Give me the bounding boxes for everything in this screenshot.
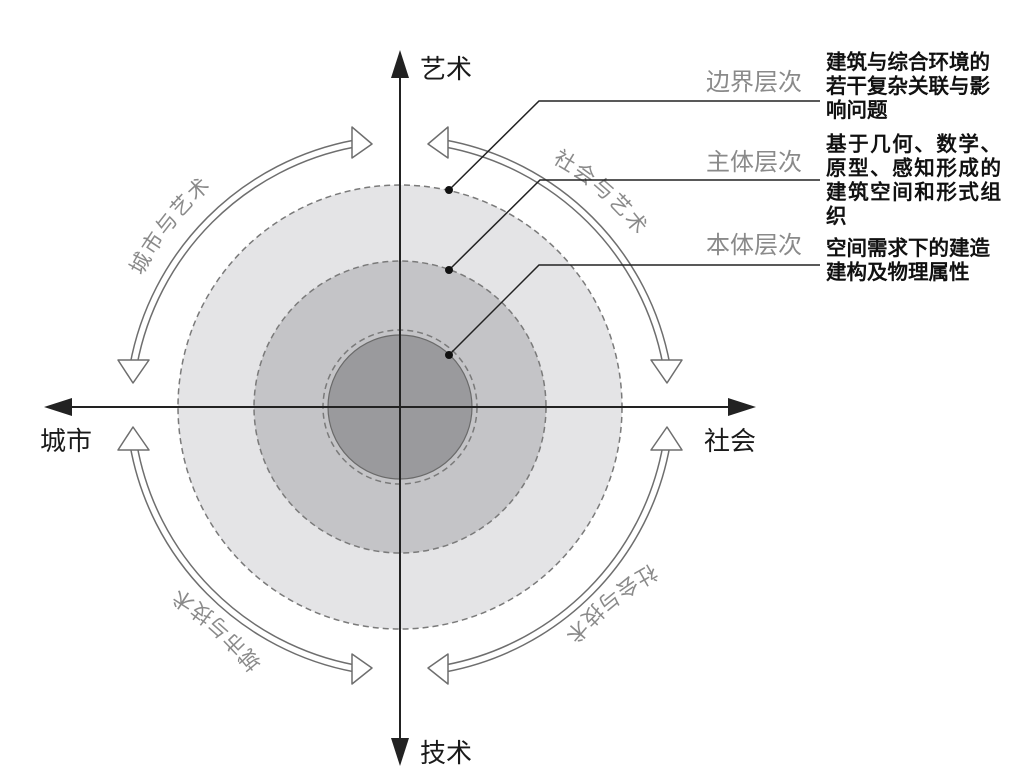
axis-label-bottom: 技术 [420, 739, 472, 769]
layer-label-ontology: 本体层次 [706, 231, 802, 259]
leader-boundary [448, 100, 820, 191]
leader-dot-boundary [445, 186, 453, 194]
layer-label-subject: 主体层次 [706, 148, 802, 176]
left-arrowhead [44, 398, 72, 416]
layer-label-boundary: 边界层次 [706, 68, 802, 96]
layer-description-boundary: 建筑与综合环境的若干复杂关联与影响问题 [826, 50, 990, 122]
layer-description-ontology: 空间需求下的建造建构及物理属性 [826, 236, 990, 284]
right-arrowhead [728, 398, 756, 416]
axis-label-top: 艺术 [420, 55, 472, 85]
layer-description-subject: 基于几何、数学、原型、感知形成的建筑空间和形式组织 [826, 132, 1001, 228]
axis-label-right: 社会 [704, 427, 756, 457]
arc-arrow-bottom-right [427, 426, 683, 685]
arc-arrow-bottom-left [117, 426, 373, 685]
arc-arrow-top-left [117, 126, 373, 384]
leader-dot-subject [445, 266, 453, 274]
top-arrowhead [391, 50, 409, 78]
bottom-arrowhead [391, 738, 409, 766]
leader-subject [448, 179, 820, 271]
leader-dot-ontology [445, 351, 453, 359]
axis-label-left: 城市 [40, 427, 92, 457]
leader-ontology [448, 264, 820, 356]
